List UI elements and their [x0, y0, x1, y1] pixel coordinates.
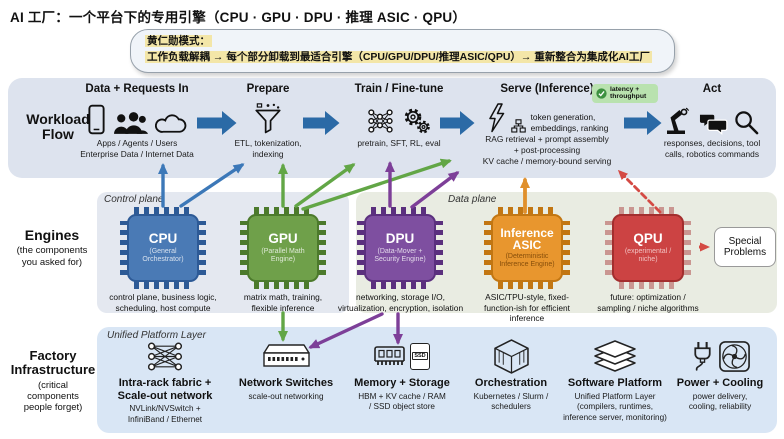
cpu-caption: control plane, business logic, schedulin…	[109, 292, 217, 313]
control-plane-label: Control plane	[104, 194, 164, 205]
ram-icon	[374, 346, 405, 365]
stage-train-finetune: Train / Fine-tune pretrain, SFT, RL, eva…	[354, 83, 444, 148]
gpu-chip: GPU(Parallel Math Engine)	[240, 207, 326, 289]
infra-item-orchestration: Orchestration Kubernetes / Slurm / sched…	[456, 337, 566, 413]
stage-act: Act responses, decisions, tool calls, ro…	[663, 83, 761, 159]
cloud-icon	[154, 114, 186, 133]
cpu-chip: CPU(General Orchestrator)	[120, 207, 206, 289]
layers-icon	[594, 340, 636, 372]
data-plane-label: Data plane	[448, 194, 497, 205]
asic-caption: ASIC/TPU-style, fixed- function-ish for …	[484, 292, 570, 323]
unified-platform-label: Unified Platform Layer	[107, 330, 206, 341]
chat-bubbles-icon	[699, 114, 728, 135]
huang-mode-callout: 黄仁勋模式： 工作负载解耦 → 每个部分卸载到最适合引擎（CPU/GPU/DPU…	[130, 29, 675, 73]
ssd-icon: SSD	[410, 342, 430, 370]
container-icon	[493, 338, 529, 374]
fabric-icon	[147, 342, 183, 370]
fan-icon	[718, 340, 750, 372]
special-problems-box: Special Problems	[714, 227, 776, 267]
switch-icon	[262, 343, 310, 367]
users-icon	[113, 112, 148, 134]
neural-network-icon	[367, 109, 393, 133]
robot-arm-icon	[667, 107, 690, 134]
infra-item-software-platform: Software Platform Unified Platform Layer…	[556, 337, 674, 424]
plug-icon	[693, 341, 711, 371]
serve-side-caption: token generation, embeddings, ranking	[530, 112, 609, 133]
callout-body: 工作负载解耦 → 每个部分卸载到最适合引擎（CPU/GPU/DPU/推理ASIC…	[145, 50, 652, 63]
infra-item-fabric: Intra-rack fabric + Scale-out network NV…	[103, 337, 227, 426]
callout-heading: 黄仁勋模式：	[145, 35, 212, 47]
workload-flow-row-label: Workload Flow	[26, 111, 90, 143]
infrastructure-row-label: Factory Infrastructure (critical compone…	[10, 348, 96, 414]
infra-item-memory-storage: SSD Memory + Storage HBM + KV cache / RA…	[344, 337, 460, 413]
latency-throughput-badge: latency + throughput	[592, 84, 658, 103]
qpu-caption: future: optimization / sampling / niche …	[597, 292, 699, 313]
gpu-caption: matrix math, training, flexible inferenc…	[243, 292, 323, 313]
stage-prepare: Prepare ETL, tokenization, indexing	[234, 83, 302, 159]
infra-item-power-cooling: Power + Cooling power delivery, cooling,…	[664, 337, 776, 413]
gears-icon	[404, 108, 430, 134]
inference-asic-chip: Inference ASIC(Deterministic Inference E…	[484, 207, 570, 289]
dpu-caption: networking, storage I/O, virtualization,…	[337, 292, 464, 313]
lightning-icon	[488, 103, 504, 133]
stage-data-requests-in: Data + Requests In Apps / Agents / Users…	[80, 83, 194, 159]
engines-row-label: Engines (the components you asked for)	[16, 227, 88, 268]
stage-serve-inference: Serve (Inference) token generation, embe…	[482, 83, 612, 166]
phone-icon	[87, 104, 105, 135]
infrastructure-row-background	[97, 327, 777, 433]
check-icon	[596, 88, 607, 99]
magnifier-icon	[735, 111, 759, 135]
funnel-icon	[255, 103, 281, 134]
pipeline-boxes-icon	[510, 119, 526, 133]
dpu-chip: DPU(Data-Mover + Security Engine)	[357, 207, 443, 289]
qpu-chip: QPU(experimental / niche)	[605, 207, 691, 289]
infra-item-switches: Network Switches scale-out networking	[228, 337, 344, 402]
page-title: AI 工厂：一个平台下的专用引擎（CPU · GPU · DPU · 推理 AS…	[10, 10, 467, 25]
